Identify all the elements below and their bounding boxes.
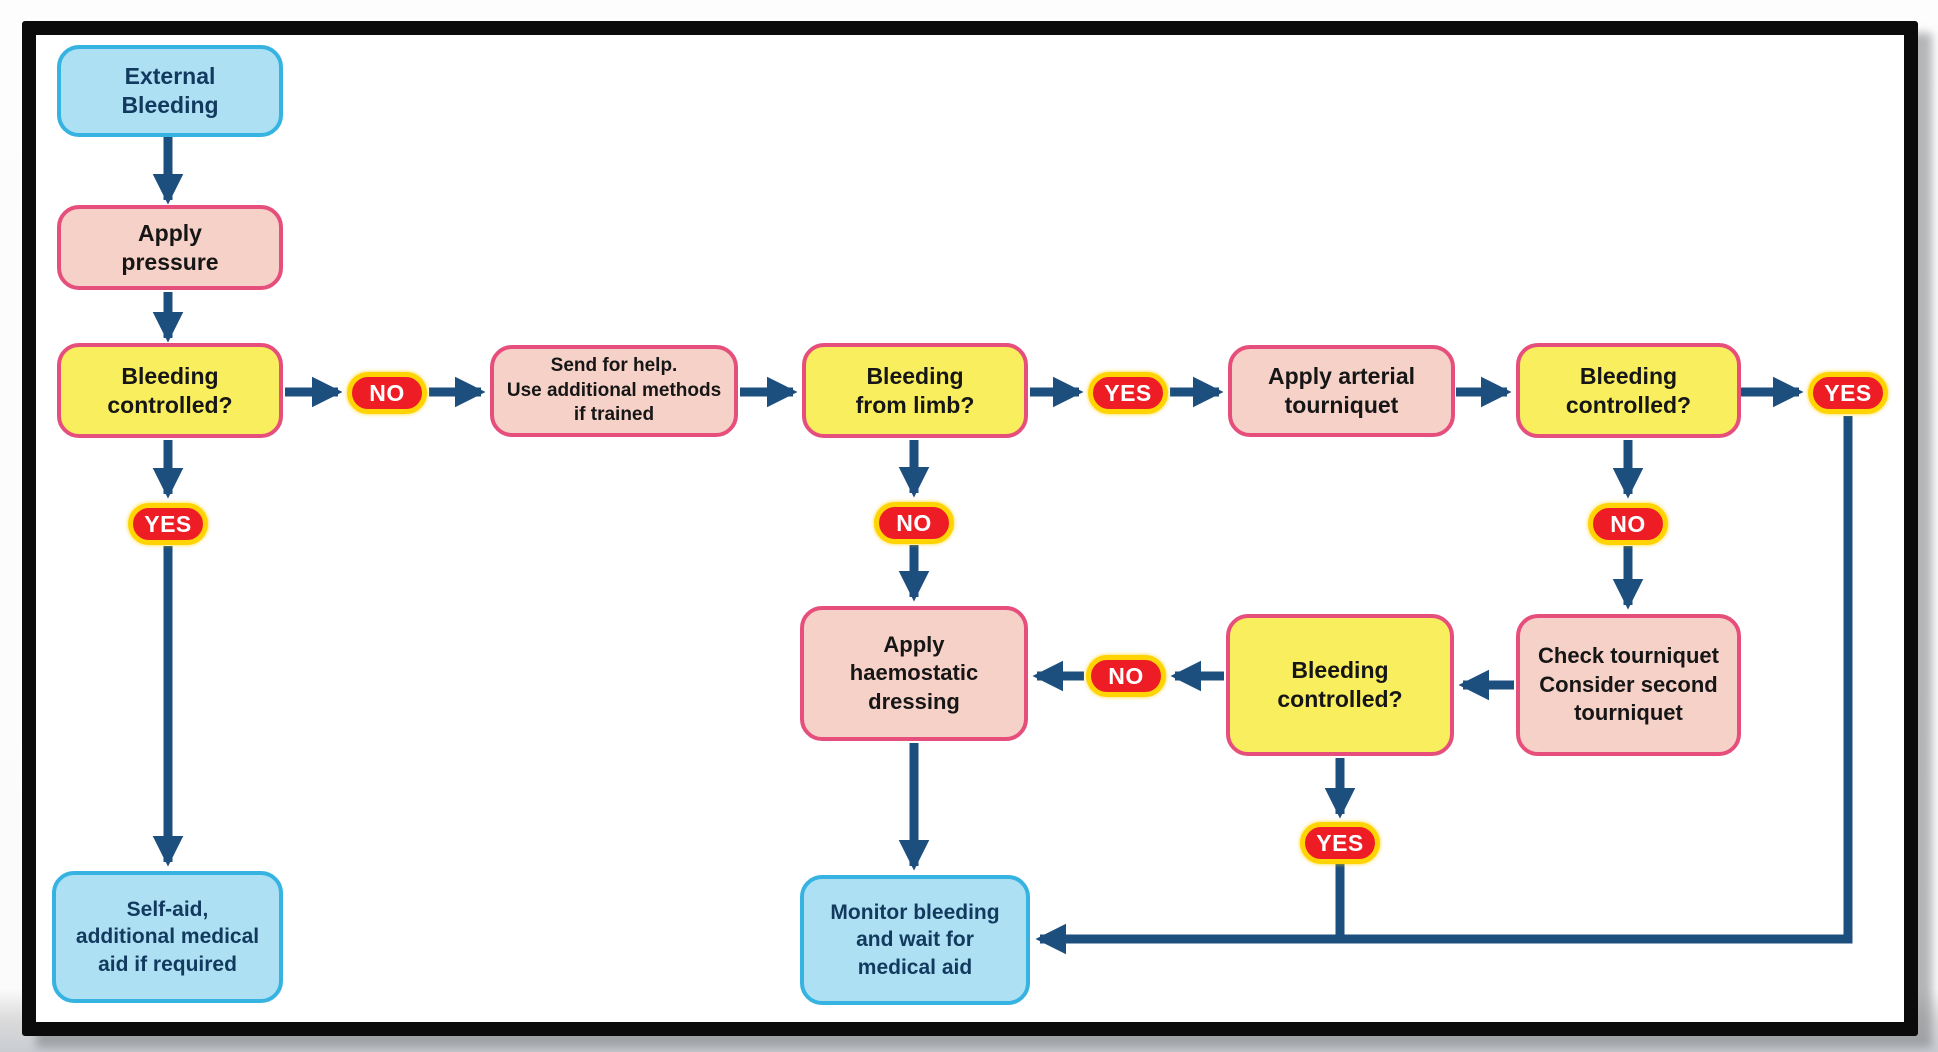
node-apply-haemostatic-dressing: Apply haemostatic dressing xyxy=(800,606,1028,741)
badge-no-controlled3: NO xyxy=(1086,655,1166,697)
node-bleeding-from-limb: Bleeding from limb? xyxy=(802,343,1028,438)
node-send-for-help: Send for help. Use additional methods if… xyxy=(490,345,738,437)
node-bleeding-controlled-1: Bleeding controlled? xyxy=(57,343,283,438)
badge-no-from-limb: NO xyxy=(874,502,954,544)
node-apply-arterial-tourniquet: Apply arterial tourniquet xyxy=(1228,345,1455,437)
node-check-tourniquet: Check tourniquet Consider second tourniq… xyxy=(1516,614,1741,756)
badge-yes-from-limb: YES xyxy=(1088,372,1168,414)
node-monitor-bleeding: Monitor bleeding and wait for medical ai… xyxy=(800,875,1030,1005)
badge-yes-controlled2: YES xyxy=(1808,372,1888,414)
line-rightyes-to-monitor xyxy=(1035,416,1853,955)
badge-no-controlled2: NO xyxy=(1588,503,1668,545)
node-bleeding-controlled-2: Bleeding controlled? xyxy=(1516,343,1741,438)
node-apply-pressure: Apply pressure xyxy=(57,205,283,290)
node-self-aid: Self-aid, additional medical aid if requ… xyxy=(52,871,283,1003)
badge-yes-controlled3: YES xyxy=(1300,822,1380,864)
badge-no-controlled1: NO xyxy=(347,372,427,414)
node-bleeding-controlled-3: Bleeding controlled? xyxy=(1226,614,1454,756)
badge-yes-controlled1: YES xyxy=(128,503,208,545)
node-external-bleeding: External Bleeding xyxy=(57,45,283,137)
